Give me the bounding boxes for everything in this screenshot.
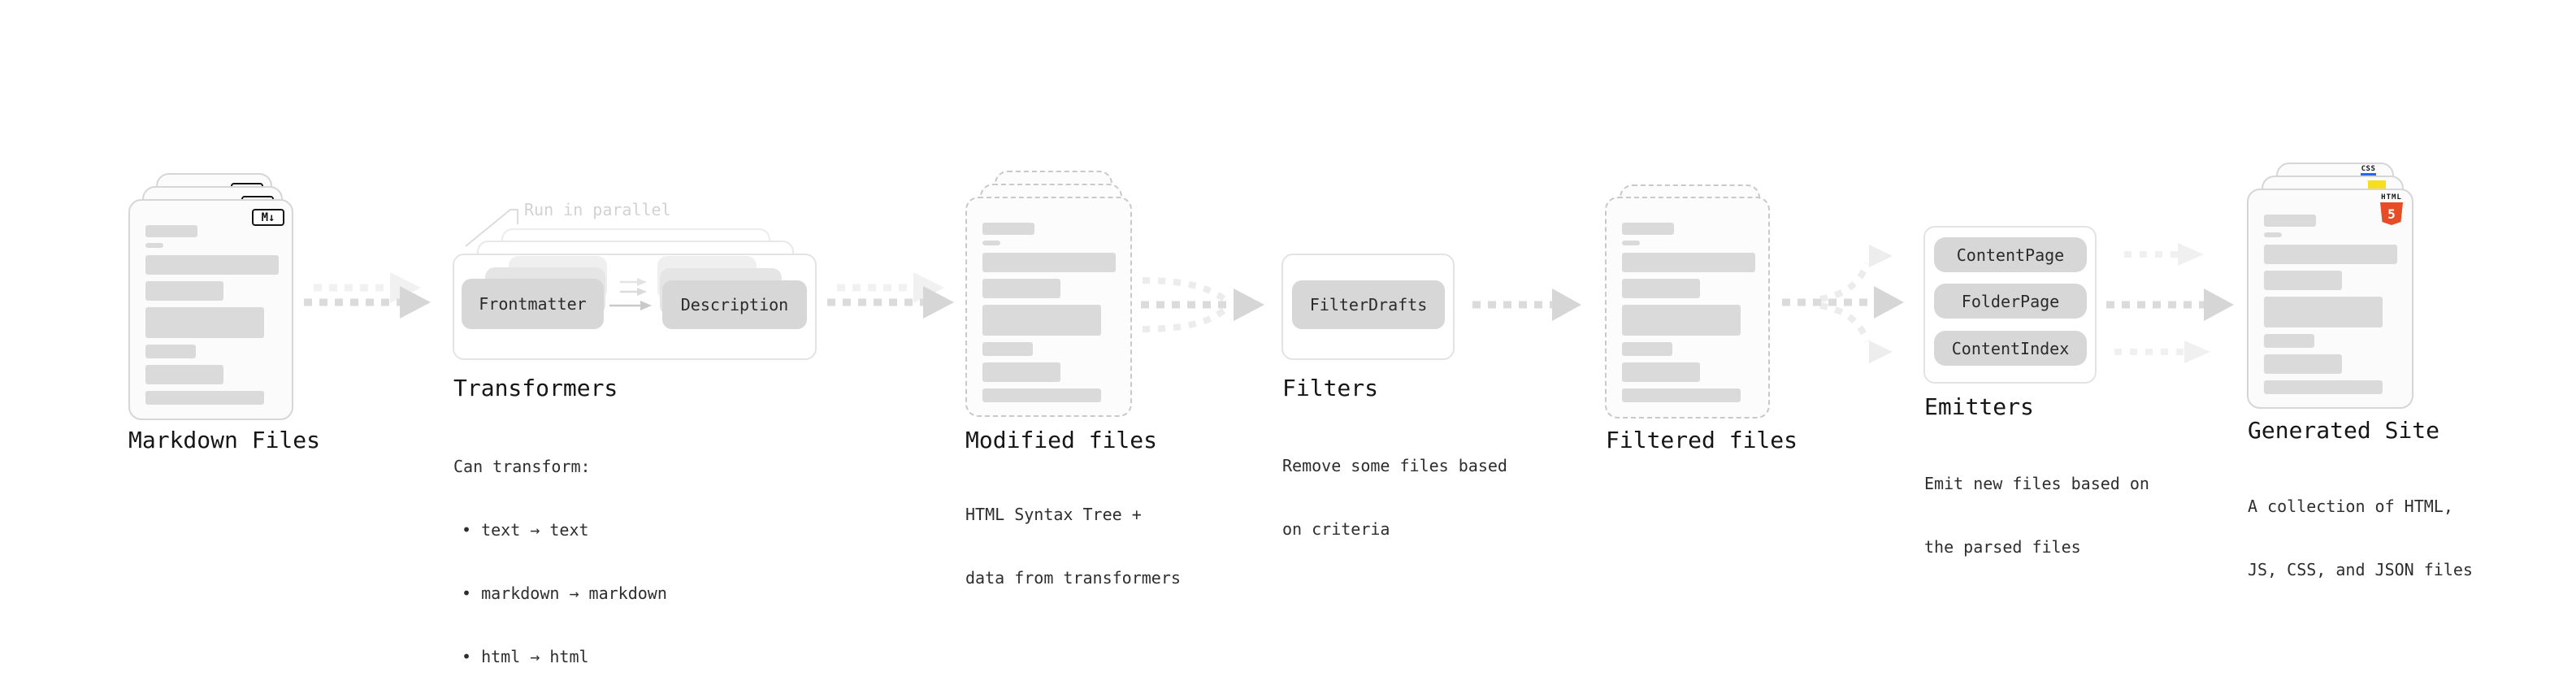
text-placeholder-bars [145,225,279,405]
split-arrow-icon [1782,245,1904,363]
stage-modified-files [965,171,1169,479]
desc-bullet: • markdown → markdown [462,583,667,603]
emitter-pill-contentpage: ContentPage [1934,237,2087,272]
desc-line: Remove some files based [1282,456,1507,475]
filtered-files-title: Filtered files [1606,427,1798,453]
transformers-description: Can transform: • text → text • markdown … [453,414,667,681]
modified-files-title: Modified files [965,427,1158,453]
desc-line: the parsed files [1924,537,2081,557]
text-placeholder-bars [982,223,1116,402]
run-in-parallel-note: Run in parallel [524,200,671,219]
desc-line: Can transform: [453,457,591,476]
desc-line: JS, CSS, and JSON files [2248,560,2473,579]
callout-line [465,209,518,247]
desc-line: HTML Syntax Tree + [965,505,1142,524]
stage-generated-site: CSS HTML 5 [2247,163,2450,471]
emitter-pill-contentindex: ContentIndex [1934,331,2087,366]
flow-arrows-icon [2106,243,2234,363]
desc-line: on criteria [1282,519,1390,539]
file-card: HTML 5 [2247,189,2413,409]
transformer-pill-frontmatter: Frontmatter [462,279,604,329]
desc-line: Emit new files based on [1924,474,2149,493]
transformer-pill-description: Description [662,280,807,329]
desc-line: data from transformers [965,568,1181,588]
flow-arrow-icon [304,272,431,319]
flow-arrow-icon [827,272,954,319]
file-card [965,197,1132,417]
emitter-pill-folderpage: FolderPage [1934,284,2087,319]
parallel-arrows-icon [609,278,652,310]
html5-icon: HTML 5 [2380,194,2403,225]
markdown-files-title: Markdown Files [128,427,321,453]
stage-transformers: Run in parallel Frontmatter Description [453,200,826,371]
text-placeholder-bars [1622,223,1755,402]
emitters-description: Emit new files based on the parsed files [1924,431,2149,600]
generated-site-title: Generated Site [2248,417,2440,444]
filter-pill-filterdrafts: FilterDrafts [1292,280,1445,329]
desc-bullet: • text → text [462,520,589,540]
filters-title: Filters [1282,375,1379,401]
desc-bullet: • html → html [462,647,589,666]
file-card: M↓ [128,199,293,420]
text-placeholder-bars [2264,215,2397,394]
file-card [1605,197,1770,419]
desc-line: A collection of HTML, [2248,497,2453,516]
filters-description: Remove some files based on criteria [1282,413,1507,582]
modified-files-description: HTML Syntax Tree + data from transformer… [965,462,1181,631]
markdown-icon: M↓ [252,209,284,226]
css-icon: CSS [2361,165,2376,176]
stage-filtered-files [1605,184,1808,493]
emitters-title: Emitters [1924,393,2034,420]
transformers-title: Transformers [453,375,618,401]
merge-arrow-icon [1141,277,1264,332]
generated-site-description: A collection of HTML, JS, CSS, and JSON … [2248,453,2473,622]
stage-markdown-files: M↓ M↓ M↓ [128,173,332,482]
flow-arrow-icon [1472,288,1581,321]
